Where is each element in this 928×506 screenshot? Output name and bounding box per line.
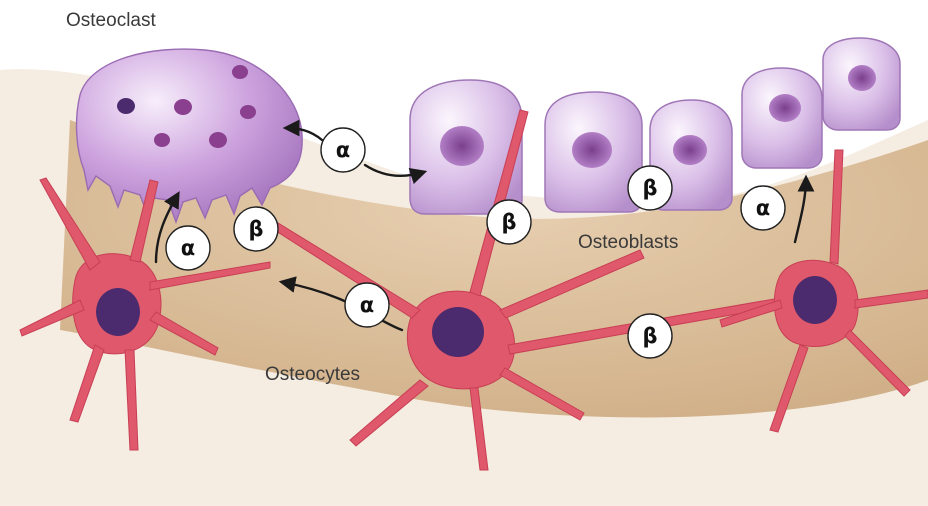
label-osteocytes: Osteocytes — [265, 364, 360, 385]
badge-symbol: β — [642, 176, 657, 200]
osteoclast-nucleus — [117, 98, 135, 114]
osteoblast-nucleus — [440, 126, 484, 166]
badge-alpha-top: α — [321, 128, 365, 172]
badge-symbol: α — [336, 138, 350, 162]
osteoclast-nucleus — [240, 105, 256, 119]
osteocyte-nucleus — [96, 288, 140, 336]
label-osteoblasts: Osteoblasts — [578, 232, 678, 253]
badge-symbol: β — [501, 210, 516, 234]
osteoclast-nucleus — [174, 99, 192, 115]
badge-alpha-center: α — [345, 283, 389, 327]
osteoblast-nucleus — [572, 132, 612, 168]
badge-beta-osteoblast: β — [628, 166, 672, 210]
badge-symbol: β — [248, 217, 263, 241]
osteoblast-nucleus — [848, 65, 876, 91]
badge-symbol: α — [360, 293, 374, 317]
badge-beta-left: β — [234, 207, 278, 251]
badge-symbol: α — [181, 236, 195, 260]
osteocyte-nucleus — [432, 307, 484, 357]
osteoblast-nucleus — [673, 135, 707, 165]
osteoclast-nucleus — [154, 133, 170, 147]
badge-beta-bottom: β — [628, 314, 672, 358]
badge-alpha-right: α — [741, 186, 785, 230]
osteocyte-nucleus — [793, 276, 837, 324]
badge-alpha-left: α — [166, 226, 210, 270]
osteoclast-nucleus — [232, 65, 248, 79]
badge-symbol: β — [642, 324, 657, 348]
osteoblast-nucleus — [769, 94, 801, 122]
badge-beta-middle: β — [487, 200, 531, 244]
label-osteoclast: Osteoclast — [66, 10, 156, 31]
osteoclast-nucleus — [209, 132, 227, 148]
badge-symbol: α — [756, 196, 770, 220]
